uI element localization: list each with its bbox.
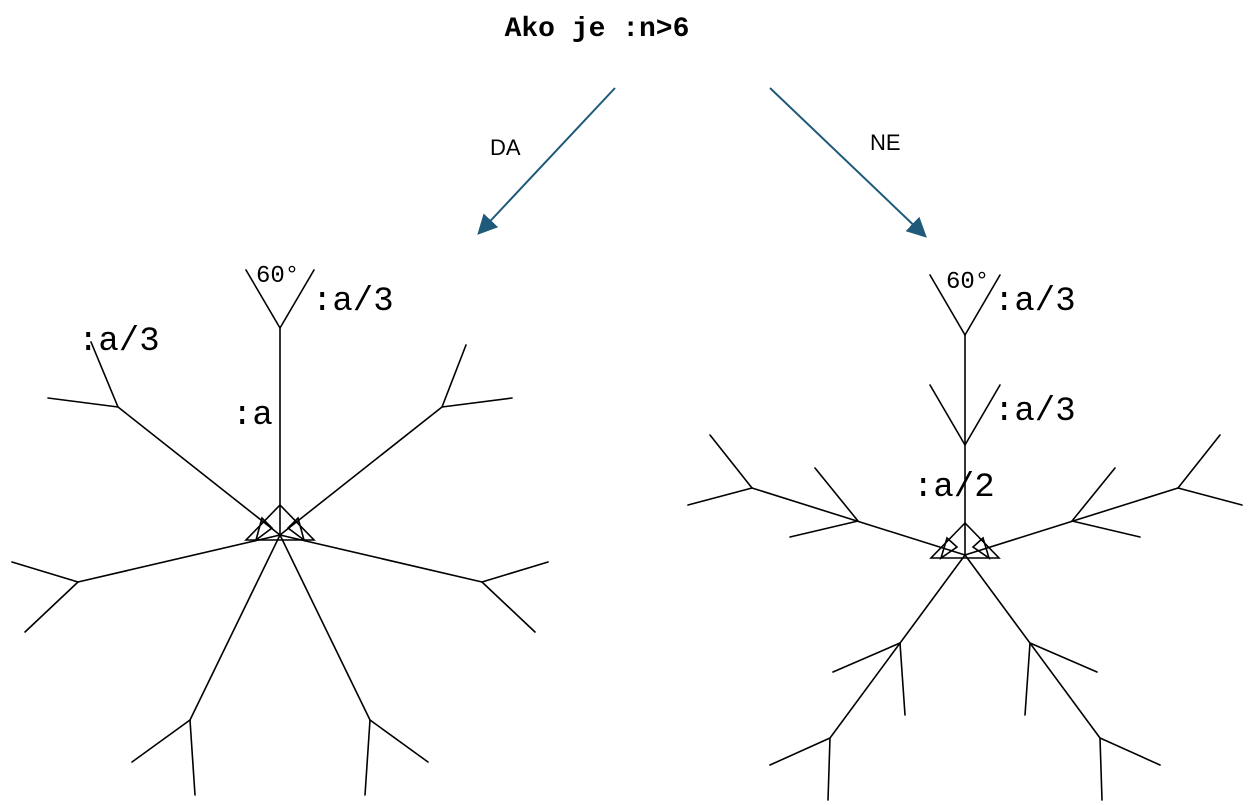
tree-branch-line xyxy=(709,434,753,489)
center-triangle xyxy=(929,521,1001,559)
tree-branch-line xyxy=(899,642,906,716)
left-top-branch-label: :a/3 xyxy=(312,283,394,321)
left-trunk-label: :a xyxy=(232,397,273,435)
center-triangle xyxy=(286,516,306,543)
tree-branch-line xyxy=(441,397,513,408)
tree-branch-line xyxy=(77,534,281,583)
no-arrow xyxy=(769,87,927,238)
tree-branch-line xyxy=(279,269,315,329)
center-triangle xyxy=(971,536,991,560)
yes-arrow xyxy=(477,87,616,235)
right-mid-branch-label: :a/3 xyxy=(994,393,1076,431)
tree-branch-line xyxy=(827,737,831,801)
tree-branch-line xyxy=(481,561,549,583)
no-label: NE xyxy=(870,130,901,155)
tree-branch-line xyxy=(279,534,371,721)
tree-branch-line xyxy=(1177,434,1221,489)
yes-label: DA xyxy=(490,135,521,160)
tree-branch-line xyxy=(245,269,281,329)
tree-branch-line xyxy=(1071,467,1116,522)
tree-branch-line xyxy=(964,274,1001,336)
tree-branch-line xyxy=(1029,642,1098,673)
left-snowflake-tree xyxy=(11,269,549,796)
tree-branch-line xyxy=(687,487,753,506)
tree-branch-line xyxy=(189,719,196,796)
title: Ako je :n>6 xyxy=(505,14,690,45)
tree-branch-line xyxy=(929,274,966,336)
tree-branch-line xyxy=(189,534,281,721)
tree-branch-line xyxy=(1099,737,1103,801)
tree-branch-line xyxy=(11,561,79,583)
tree-branch-line xyxy=(131,719,191,763)
tree-branch-line xyxy=(1024,642,1031,716)
tree-branch-line xyxy=(481,581,536,633)
center-triangle xyxy=(244,503,316,541)
tree-branch-line xyxy=(47,397,119,408)
right-trunk-label: :a/2 xyxy=(913,469,995,507)
center-triangle xyxy=(254,516,274,543)
right-top-branch-label: :a/3 xyxy=(994,283,1076,321)
tree-branch-line xyxy=(832,642,901,673)
tree-branch-line xyxy=(117,406,281,536)
tree-branch-line xyxy=(929,384,966,446)
tree-branch-line xyxy=(964,554,1101,739)
tree-branch-line xyxy=(441,344,467,408)
tree-branch-line xyxy=(1071,520,1141,538)
tree-branch-line xyxy=(1177,487,1243,506)
center-triangle xyxy=(939,536,959,560)
tree-branch-line xyxy=(369,719,429,763)
tree-branch-line xyxy=(769,737,831,766)
tree-branch-line xyxy=(789,520,859,538)
tree-branch-line xyxy=(1099,737,1161,766)
tree-branch-line xyxy=(829,554,966,739)
tree-branch-line xyxy=(279,406,443,536)
left-angle-label: 60° xyxy=(256,263,299,290)
tree-branch-line xyxy=(90,341,119,408)
tree-branch-line xyxy=(964,384,1001,446)
tree-branch-line xyxy=(24,581,79,633)
tree-branch-line xyxy=(814,467,859,522)
left-side-branch-label: :a/3 xyxy=(78,323,160,361)
right-angle-label: 60° xyxy=(946,269,989,296)
tree-branch-line xyxy=(364,719,371,796)
tree-branch-line xyxy=(279,534,483,583)
right-snowflake-tree xyxy=(687,274,1243,801)
